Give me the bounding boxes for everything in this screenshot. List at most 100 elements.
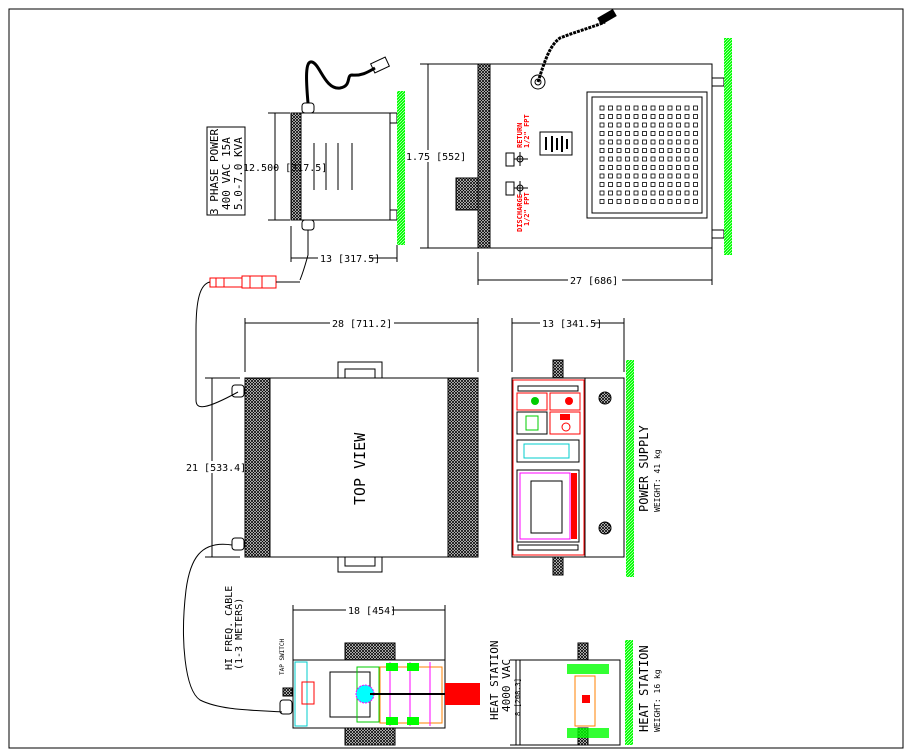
grille-hole <box>608 122 613 128</box>
grille-hole <box>625 131 630 136</box>
grille-hole <box>650 148 656 153</box>
grille-hole <box>667 105 673 111</box>
grille-hole <box>684 148 690 153</box>
grille-hole <box>650 173 656 179</box>
grille-hole <box>684 173 690 179</box>
grille-hole <box>633 190 639 196</box>
grille-hole <box>659 156 664 162</box>
grille-hole <box>608 190 613 196</box>
fan-grille <box>586 91 708 219</box>
discharge-label-2: 1/2" FPT <box>523 192 531 226</box>
grille-hole <box>684 190 690 196</box>
grille-hole <box>676 156 681 162</box>
grille-hole <box>625 190 630 196</box>
grille-hole <box>684 156 690 162</box>
screen <box>530 480 563 534</box>
cable-connector <box>195 275 300 408</box>
grille-hole <box>684 122 690 128</box>
grille-hole <box>667 139 673 145</box>
power-supply-body <box>511 377 625 558</box>
transformer-hatch <box>290 112 302 221</box>
grille-hole <box>608 131 613 136</box>
grille-hole <box>650 139 656 145</box>
power-label-line-1: 3 PHASE POWER <box>208 129 221 215</box>
grille-hole <box>659 122 664 128</box>
grille-hole <box>608 105 613 111</box>
power-label-box <box>206 126 246 216</box>
display-strip <box>523 443 570 459</box>
grille-hole <box>616 114 622 119</box>
heat-nozzle <box>445 683 480 705</box>
grille-hole <box>599 156 605 162</box>
control-panel <box>512 379 585 556</box>
grille-hole <box>625 165 630 170</box>
grille-hole <box>659 190 664 196</box>
grille-hole <box>599 165 605 170</box>
grille-hole <box>616 173 622 179</box>
grille-hole <box>616 182 622 187</box>
grille-hole <box>650 114 656 119</box>
grille-hole <box>599 148 605 153</box>
grille-hole <box>633 199 639 204</box>
tap-switch-label: TAP SWITCH <box>279 638 286 675</box>
grille-hole <box>650 156 656 162</box>
return-label-2: 1/2" FPT <box>523 114 531 148</box>
grille-hole <box>599 190 605 196</box>
grille-hole <box>633 156 639 162</box>
grille-hole <box>608 173 613 179</box>
grille-hole <box>659 165 664 170</box>
grille-hole <box>676 139 681 145</box>
grille-hole <box>676 173 681 179</box>
on-button[interactable] <box>531 397 539 405</box>
grille-hole <box>659 148 664 153</box>
grille-hole <box>684 105 690 111</box>
grille-hole <box>684 139 690 145</box>
grille-hole <box>633 105 639 111</box>
grille-hole <box>676 190 681 196</box>
grille-hole <box>650 165 656 170</box>
grille-hole <box>608 156 613 162</box>
grille-hole <box>599 122 605 128</box>
heat-station-weight: WEIGHT: 16 kg <box>653 669 662 732</box>
grille-hole <box>693 105 698 111</box>
grille-hole <box>667 156 673 162</box>
grille-hole <box>642 173 647 179</box>
drawing-border <box>8 8 904 749</box>
grille-hole <box>616 190 622 196</box>
grille-hole <box>642 148 647 153</box>
transformer-width-dim: 13 [317.5] <box>320 254 380 265</box>
grille-hole <box>676 122 681 128</box>
hf-cable-2 <box>183 543 283 713</box>
grille-hole <box>676 131 681 136</box>
grille-hole <box>676 165 681 170</box>
return-port <box>505 152 515 167</box>
grille-hole <box>693 122 698 128</box>
cable-gland-bottom <box>301 219 315 231</box>
grille-hole <box>608 148 613 153</box>
off-button[interactable] <box>565 397 573 405</box>
grille-hole <box>684 131 690 136</box>
grille-hole <box>616 165 622 170</box>
wall-mount-green <box>626 360 634 577</box>
discharge-port <box>505 181 515 196</box>
power-supply-weight: WEIGHT: 41 kg <box>653 449 662 512</box>
grille-hole <box>625 122 630 128</box>
grille-hole <box>625 156 630 162</box>
grille-hole <box>608 165 613 170</box>
grille-hole <box>667 182 673 187</box>
top-view-title: TOP VIEW <box>351 432 369 505</box>
grille-hole <box>599 131 605 136</box>
grille-hole <box>625 182 630 187</box>
grille-hole <box>633 114 639 119</box>
grille-hole <box>659 114 664 119</box>
power-label-line-2: 400 VAC 15A <box>220 137 233 210</box>
grille-hole <box>676 105 681 111</box>
grille-hole <box>650 105 656 111</box>
exchanger-cable <box>536 20 606 83</box>
grille-hole <box>599 114 605 119</box>
grille-hole <box>684 114 690 119</box>
grille-hole <box>650 182 656 187</box>
power-supply-width-dim: 13 [341.5] <box>542 319 602 330</box>
grille-hole <box>667 199 673 204</box>
